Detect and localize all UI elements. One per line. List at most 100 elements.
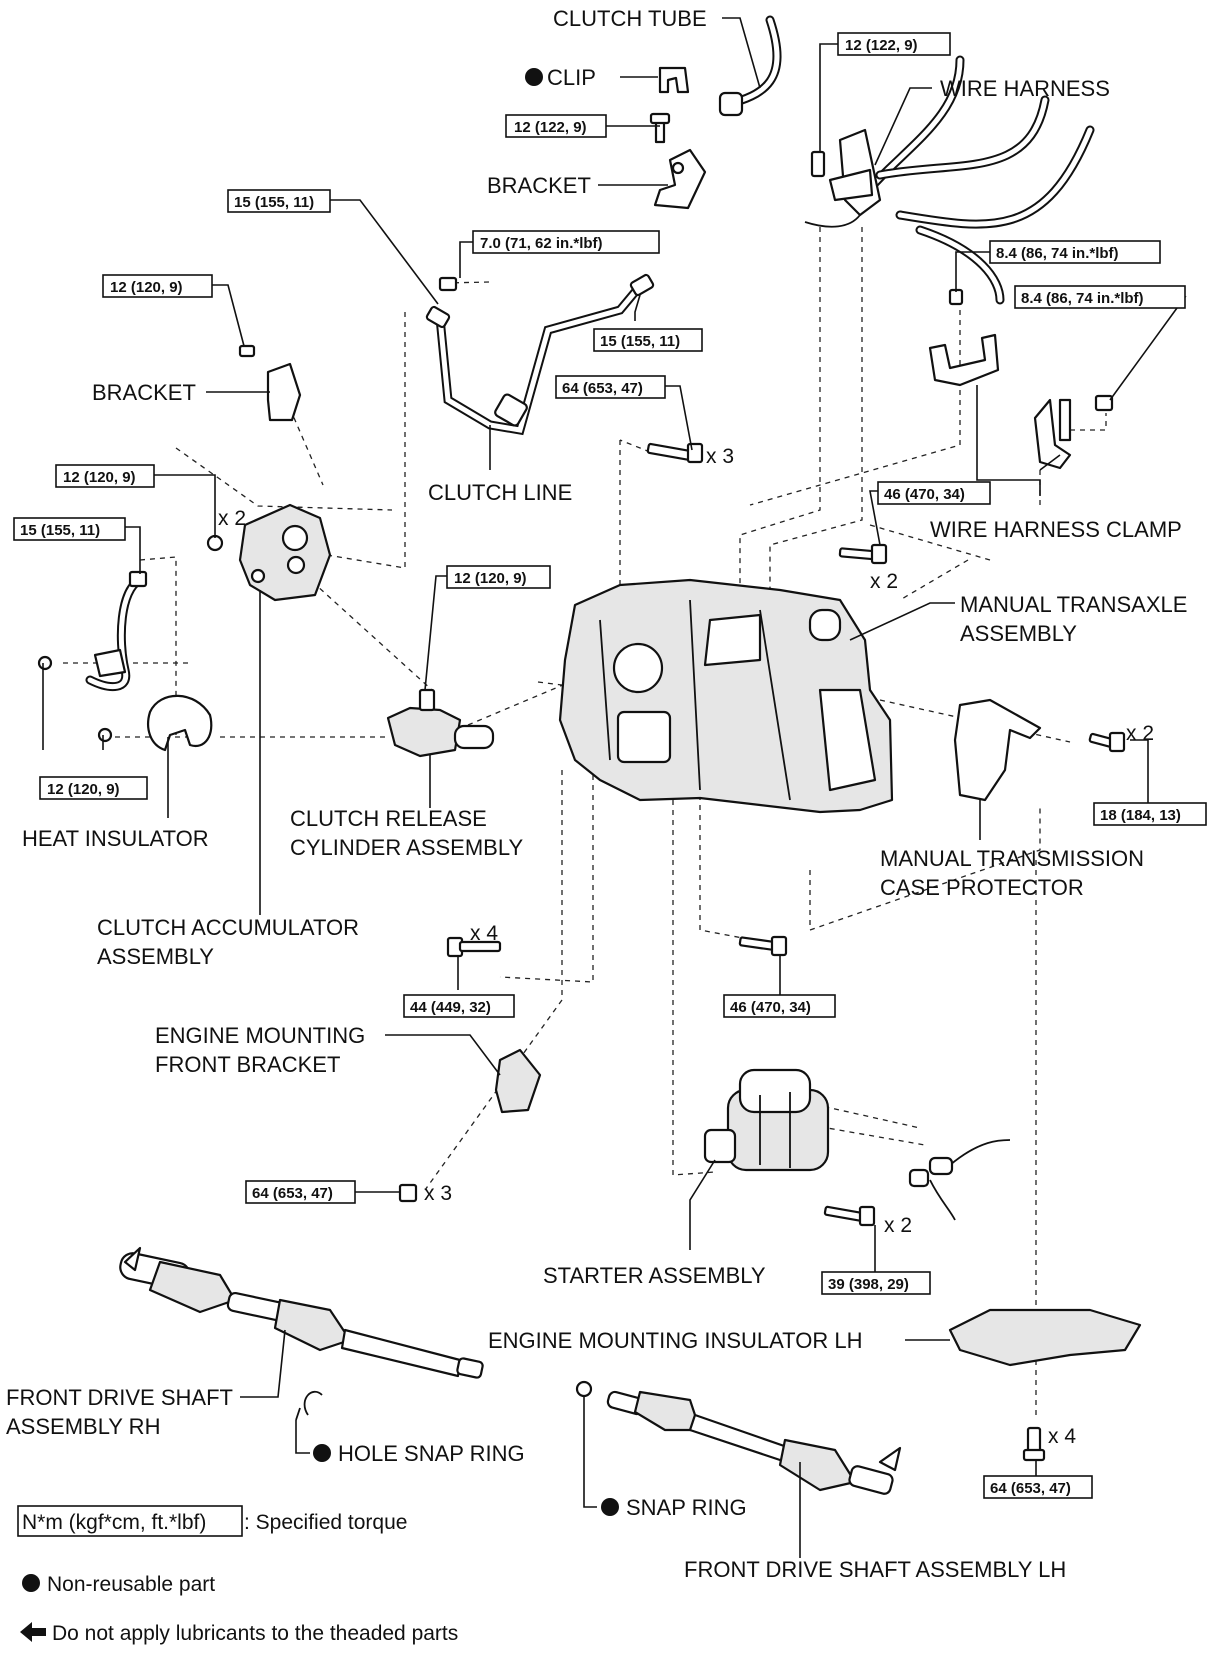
qty-label: x 2 <box>218 507 246 530</box>
svg-text:12 (122, 9): 12 (122, 9) <box>514 119 587 136</box>
torque-specs: 12 (122, 9) 12 (122, 9) 15 (155, 11) 7.0… <box>13 32 1207 1499</box>
clip-shape <box>658 66 690 94</box>
label-clutch-accumulator-1: CLUTCH ACCUMULATOR <box>97 915 359 940</box>
svg-text:12 (120, 9): 12 (120, 9) <box>110 279 183 296</box>
label-clip: CLIP <box>547 65 596 90</box>
label-engine-mount-bracket-1: ENGINE MOUNTING <box>155 1023 365 1048</box>
clutch-tube-left-shape <box>37 570 148 743</box>
torque-box: 12 (120, 9) <box>55 464 155 488</box>
label-case-protector-1: MANUAL TRANSMISSION <box>880 846 1144 871</box>
clutch-line-shape <box>425 273 655 436</box>
transaxle-bolt-x2-shape <box>838 543 888 565</box>
legend-no-lube: Do not apply lubricants to the theaded p… <box>52 1622 458 1645</box>
legend-torque-box <box>17 1505 243 1537</box>
svg-text:15 (155, 11): 15 (155, 11) <box>600 333 680 350</box>
insulator-lh-bolt-shape <box>1022 1426 1046 1462</box>
transaxle-bottom-bolt-shape <box>738 935 788 957</box>
svg-text:12 (120, 9): 12 (120, 9) <box>47 781 120 798</box>
torque-box: 8.4 (86, 74 in.*lbf) <box>1014 285 1186 309</box>
torque-box: 12 (120, 9) <box>39 776 148 800</box>
bracket-left-shape <box>238 344 302 422</box>
legend-torque-desc: : Specified torque <box>244 1511 407 1534</box>
qty-label: x 4 <box>470 922 498 945</box>
svg-text:44 (449, 32): 44 (449, 32) <box>410 999 491 1016</box>
legend: N*m (kgf*cm, ft.*lbf) : Specified torque… <box>17 1505 458 1645</box>
svg-text:64 (653, 47): 64 (653, 47) <box>990 1480 1071 1497</box>
legend-non-reusable: Non-reusable part <box>47 1573 215 1596</box>
non-reusable-marker <box>22 1574 40 1592</box>
legend-torque-box-text: N*m (kgf*cm, ft.*lbf) <box>22 1511 206 1534</box>
label-snap-ring: SNAP RING <box>626 1495 747 1520</box>
torque-box: 64 (653, 47) <box>983 1475 1093 1499</box>
hole-snap-ring-shape <box>295 1390 323 1421</box>
heat-insulator-shape <box>147 694 213 752</box>
bracket-top-shape <box>649 112 707 210</box>
label-clutch-tube: CLUTCH TUBE <box>553 6 707 31</box>
quantity-labels: x 3 x 2 x 2 x 2 x 4 x 3 x 2 x 4 <box>218 445 1154 1448</box>
label-starter: STARTER ASSEMBLY <box>543 1263 766 1288</box>
torque-box: 15 (155, 11) <box>13 517 126 541</box>
svg-text:64 (653, 47): 64 (653, 47) <box>252 1185 333 1202</box>
svg-text:7.0 (71, 62 in.*lbf): 7.0 (71, 62 in.*lbf) <box>480 235 603 252</box>
label-hole-snap-ring: HOLE SNAP RING <box>338 1441 525 1466</box>
no-lube-arrow-icon <box>20 1622 46 1642</box>
qty-label: x 2 <box>870 570 898 593</box>
torque-box: 7.0 (71, 62 in.*lbf) <box>472 230 660 254</box>
transaxle-bolt-x3-shape <box>646 442 704 464</box>
torque-box: 46 (470, 34) <box>877 481 991 505</box>
torque-box: 12 (122, 9) <box>505 114 607 138</box>
svg-text:64 (653, 47): 64 (653, 47) <box>562 380 643 397</box>
wire-harness-shape <box>804 55 1095 305</box>
starter-wire-shape <box>908 1139 1011 1221</box>
torque-box: 39 (398, 29) <box>821 1271 931 1295</box>
label-bracket-left: BRACKET <box>92 380 196 405</box>
non-reusable-marker <box>601 1498 619 1516</box>
non-reusable-marker <box>313 1444 331 1462</box>
protector-bolt-shape <box>1088 731 1126 753</box>
svg-text:12 (122, 9): 12 (122, 9) <box>845 37 918 54</box>
torque-box: 46 (470, 34) <box>723 994 836 1018</box>
label-manual-transaxle-2: ASSEMBLY <box>960 621 1077 646</box>
svg-text:8.4 (86, 74 in.*lbf): 8.4 (86, 74 in.*lbf) <box>996 245 1119 262</box>
qty-label: x 2 <box>884 1214 912 1237</box>
svg-text:15 (155, 11): 15 (155, 11) <box>20 522 100 539</box>
label-clutch-accumulator-2: ASSEMBLY <box>97 944 214 969</box>
clutch-release-cylinder-shape <box>386 688 495 758</box>
svg-text:8.4 (86, 74 in.*lbf): 8.4 (86, 74 in.*lbf) <box>1021 290 1144 307</box>
wire-harness-clamp-shape <box>928 288 1114 470</box>
label-wire-harness-clamp: WIRE HARNESS CLAMP <box>930 517 1182 542</box>
svg-text:12 (120, 9): 12 (120, 9) <box>454 570 527 587</box>
label-drive-shaft-lh: FRONT DRIVE SHAFT ASSEMBLY LH <box>684 1557 1066 1582</box>
svg-text:46 (470, 34): 46 (470, 34) <box>884 486 965 503</box>
torque-box: 44 (449, 32) <box>403 994 515 1018</box>
qty-label: x 3 <box>424 1182 452 1205</box>
torque-box: 12 (122, 9) <box>837 32 951 56</box>
label-case-protector-2: CASE PROTECTOR <box>880 875 1084 900</box>
alignment-lines <box>63 227 1107 1420</box>
starter-shape <box>703 1068 876 1227</box>
case-protector-shape <box>953 698 1042 802</box>
label-clutch-line: CLUTCH LINE <box>428 480 572 505</box>
torque-box: 64 (653, 47) <box>245 1180 356 1204</box>
front-bracket-lower-bolt-shape <box>398 1183 418 1203</box>
qty-label: x 4 <box>1048 1425 1076 1448</box>
label-clutch-release-2: CYLINDER ASSEMBLY <box>290 835 523 860</box>
label-drive-shaft-rh-2: ASSEMBLY RH <box>6 1414 160 1439</box>
label-manual-transaxle-1: MANUAL TRANSAXLE <box>960 592 1187 617</box>
torque-box: 18 (184, 13) <box>1093 802 1207 826</box>
clutch-accumulator-shape <box>206 503 332 602</box>
label-clutch-release-1: CLUTCH RELEASE <box>290 806 487 831</box>
part-labels: CLUTCH TUBE CLIP BRACKET WIRE HARNESS BR… <box>6 6 1187 1582</box>
drive-shaft-rh-shape <box>119 1246 484 1379</box>
label-drive-shaft-rh-1: FRONT DRIVE SHAFT <box>6 1385 233 1410</box>
non-reusable-marker <box>525 68 543 86</box>
label-engine-mount-insulator: ENGINE MOUNTING INSULATOR LH <box>488 1328 862 1353</box>
svg-text:15 (155, 11): 15 (155, 11) <box>234 194 314 211</box>
engine-mount-insulator-shape <box>948 1308 1142 1367</box>
qty-label: x 3 <box>706 445 734 468</box>
torque-box: 8.4 (86, 74 in.*lbf) <box>989 240 1161 264</box>
svg-text:46 (470, 34): 46 (470, 34) <box>730 999 811 1016</box>
svg-text:39 (398, 29): 39 (398, 29) <box>828 1276 909 1293</box>
front-bracket-bolt-shape <box>446 936 502 958</box>
